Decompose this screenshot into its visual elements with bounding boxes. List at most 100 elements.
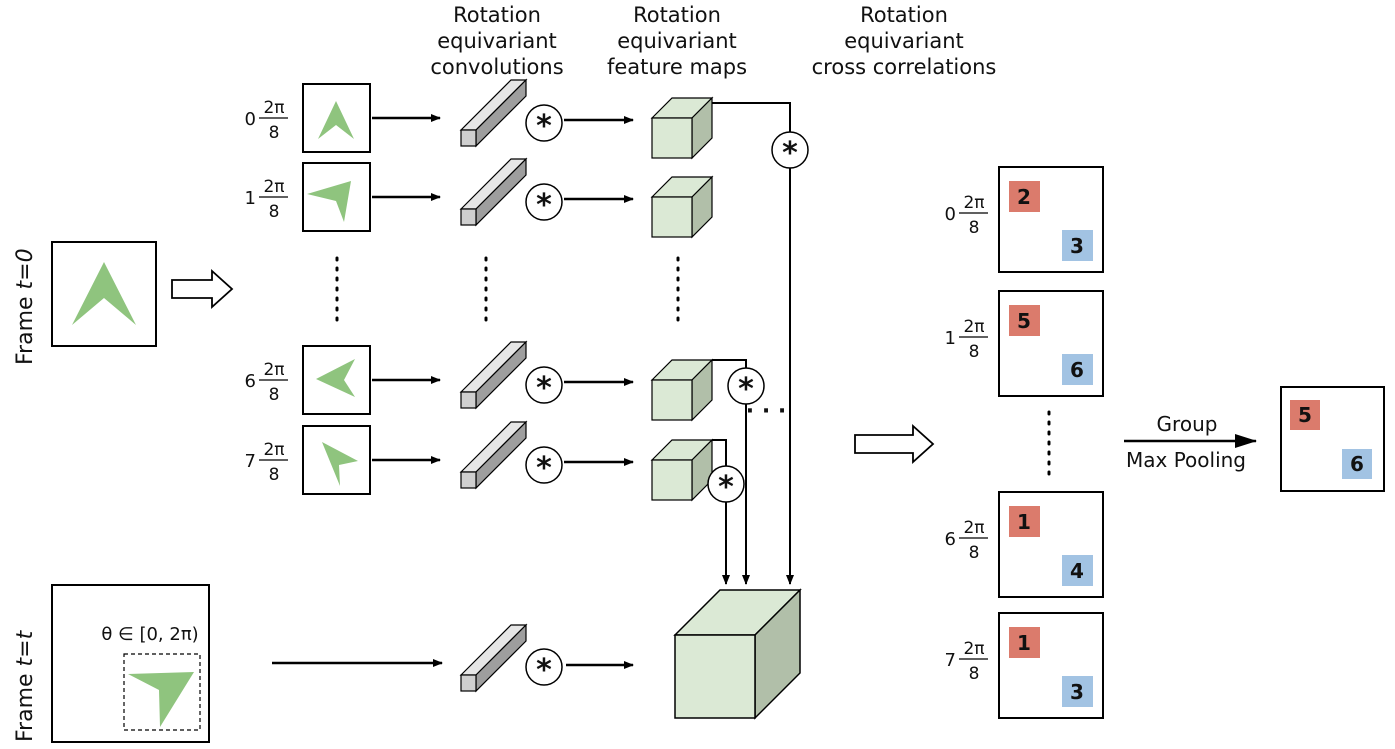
convolution-operator: * <box>771 131 809 171</box>
frame-tt-label: Frame t=t <box>13 629 38 742</box>
svg-text:8: 8 <box>269 202 280 222</box>
rotation-angle-label: 1 2π 8 <box>945 317 988 362</box>
svg-text:Rotation: Rotation <box>453 3 541 27</box>
rotation-row-7: 7 2π 8 * <box>245 420 714 502</box>
arrowhead-shape <box>322 442 358 486</box>
operator-symbol: * <box>738 372 754 407</box>
feature-map-cube <box>650 438 714 502</box>
svg-text:2π: 2π <box>963 639 984 659</box>
svg-text:7: 7 <box>245 451 256 472</box>
convolution-operator: * <box>525 648 563 688</box>
convolution-operator: * <box>525 648 563 688</box>
theta-label: θ ∈ [0, 2π) <box>101 624 198 645</box>
convolution-operator: * <box>707 465 745 505</box>
svg-text:convolutions: convolutions <box>430 55 563 79</box>
red-box <box>1009 627 1040 658</box>
rotated-template <box>302 345 371 415</box>
svg-text:2π: 2π <box>963 518 984 538</box>
header-cross-correlations: Rotation equivariant cross correlations <box>812 3 997 79</box>
svg-text:2π: 2π <box>963 317 984 337</box>
rotated-template <box>302 83 371 153</box>
header-convolutions: Rotation equivariant convolutions <box>430 3 563 79</box>
svg-text:8: 8 <box>269 123 280 143</box>
rotation-angle-label: 7 2π 8 <box>245 440 288 485</box>
pooling-label-group: Group <box>1157 412 1218 436</box>
red-value: 2 <box>1017 185 1031 209</box>
svg-text:2π: 2π <box>263 440 284 460</box>
svg-text:2π: 2π <box>963 193 984 213</box>
svg-text:8: 8 <box>969 218 980 238</box>
blue-value: 6 <box>1070 358 1084 382</box>
svg-text:8: 8 <box>969 664 980 684</box>
svg-text:2π: 2π <box>263 177 284 197</box>
svg-text:0: 0 <box>945 204 956 225</box>
operator-symbol: * <box>536 109 552 144</box>
svg-text:feature maps: feature maps <box>607 55 747 79</box>
arrowhead-shape <box>316 359 355 397</box>
red-value: 1 <box>1017 510 1031 534</box>
frame-t0-image <box>51 241 157 347</box>
red-box <box>1009 305 1040 336</box>
correlation-lines <box>712 102 794 585</box>
conv-kernel <box>459 420 528 490</box>
svg-text:2π: 2π <box>263 360 284 380</box>
arrowhead-shape <box>128 672 194 727</box>
svg-text:equivariant: equivariant <box>437 29 557 53</box>
blue-value: 3 <box>1070 234 1084 258</box>
svg-text:Rotation: Rotation <box>860 3 948 27</box>
svg-text:cross correlations: cross correlations <box>812 55 997 79</box>
operator-symbol: * <box>536 451 552 486</box>
conv-kernel <box>459 157 528 227</box>
rotated-template <box>302 425 371 495</box>
feature-map-cube <box>650 175 714 239</box>
svg-text:1: 1 <box>245 188 256 209</box>
svg-text:8: 8 <box>269 465 280 485</box>
red-box <box>1009 181 1040 212</box>
red-value: 5 <box>1017 309 1031 333</box>
arrowhead-shape <box>307 181 351 222</box>
feature-map-cube <box>650 358 714 422</box>
convolution-operator: * <box>727 367 765 407</box>
svg-text:8: 8 <box>969 543 980 563</box>
svg-text:equivariant: equivariant <box>844 29 964 53</box>
red-box <box>1009 506 1040 537</box>
conv-kernel <box>459 78 528 148</box>
operator-symbol: * <box>536 371 552 406</box>
hollow-arrow-right <box>854 423 935 465</box>
rotation-angle-label: 7 2π 8 <box>945 639 988 684</box>
svg-text:1: 1 <box>945 328 956 349</box>
convolution-operator: * <box>525 366 563 406</box>
blue-box <box>1062 676 1093 707</box>
blue-value: 3 <box>1070 680 1084 704</box>
pooled-response-map: 5 6 <box>1280 386 1385 492</box>
header-feature-maps: Rotation equivariant feature maps <box>607 3 747 79</box>
svg-text:7: 7 <box>945 650 956 671</box>
svg-text:8: 8 <box>969 342 980 362</box>
arrowhead-shape <box>318 101 354 139</box>
conv-kernel <box>459 623 528 693</box>
rotated-template <box>302 162 371 232</box>
response-map-1: 1 2π 8 5 6 <box>945 290 1104 397</box>
convolution-operator: * <box>525 446 563 486</box>
group-max-pooling: Group Max Pooling <box>1124 412 1257 472</box>
operator-symbol: * <box>718 470 734 505</box>
rotation-angle-label: 1 2π 8 <box>245 177 288 222</box>
frame-tt-image: θ ∈ [0, 2π) <box>51 584 210 743</box>
operator-symbol: * <box>782 136 798 171</box>
search-window <box>123 653 201 731</box>
svg-text:6: 6 <box>945 529 956 550</box>
rotation-angle-label: 6 2π 8 <box>945 518 988 563</box>
svg-text:0: 0 <box>245 109 256 130</box>
correlation-operators: * * * <box>707 131 809 505</box>
rotation-angle-label: 0 2π 8 <box>945 193 988 238</box>
blue-box <box>1062 354 1093 385</box>
vertical-ellipsis <box>335 256 1051 482</box>
max-blue-box <box>1342 449 1372 479</box>
